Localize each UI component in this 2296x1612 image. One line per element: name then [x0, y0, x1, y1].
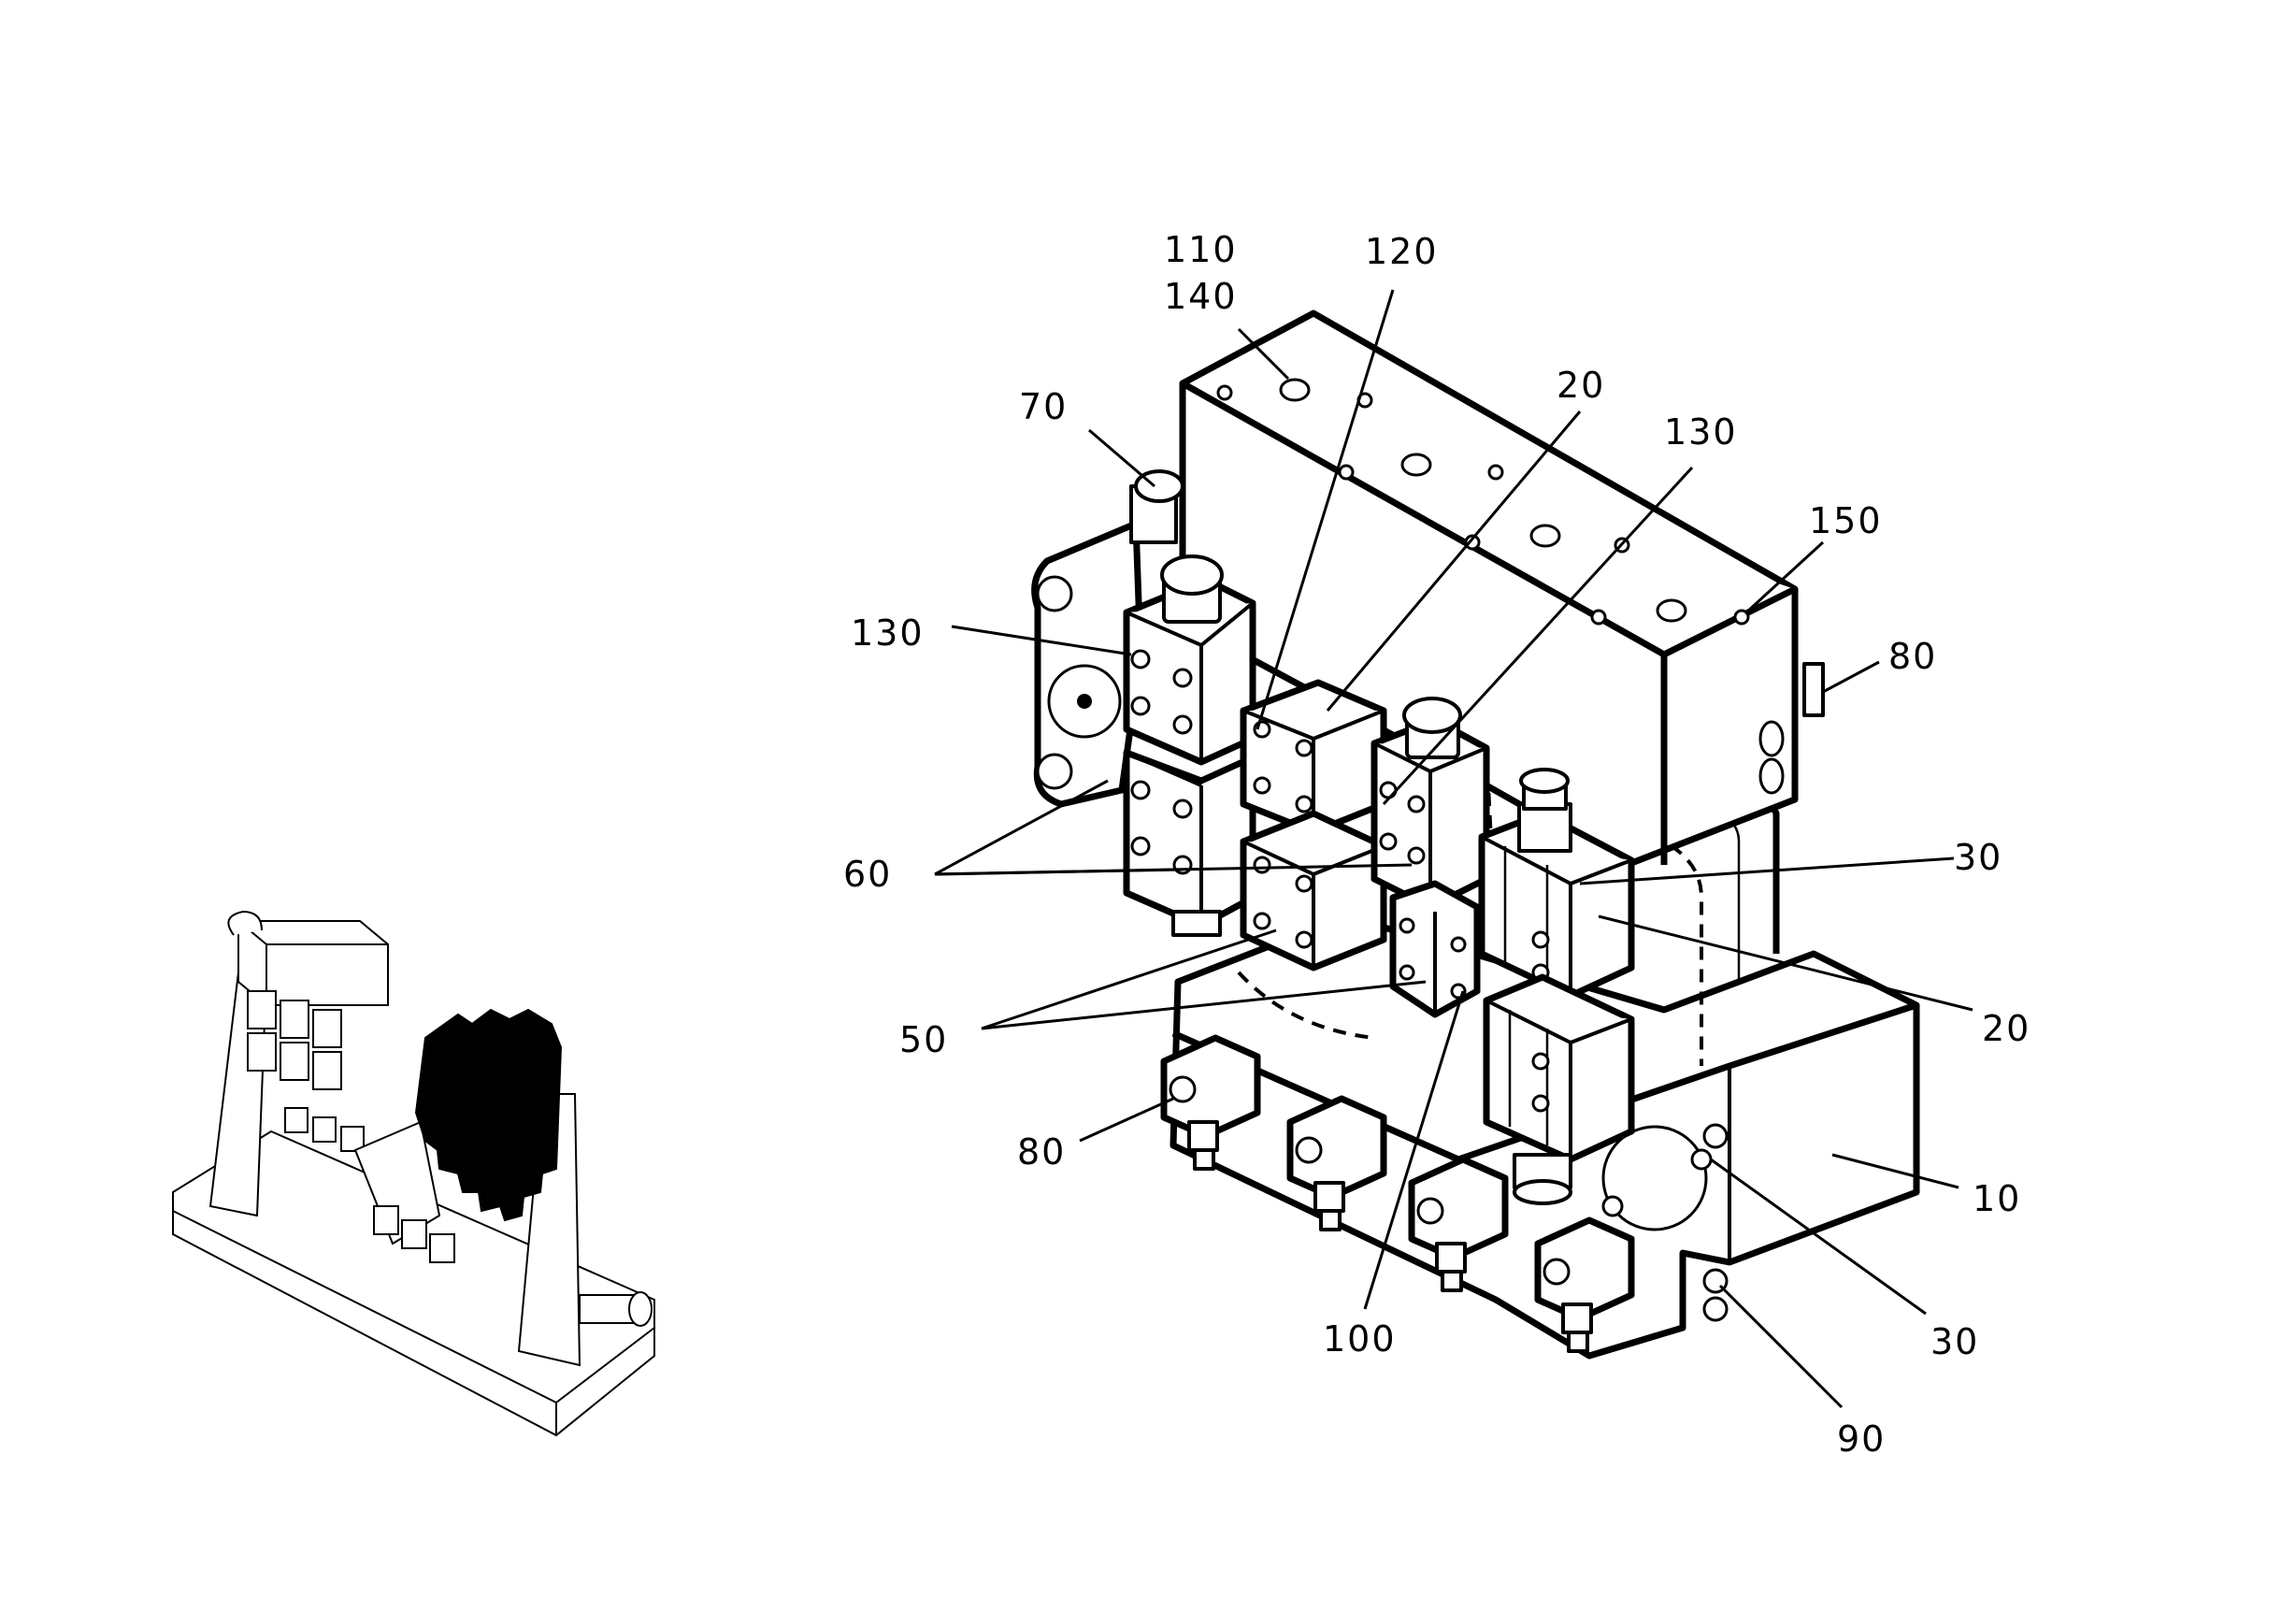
callout-10: 10 [1973, 1178, 2021, 1219]
callout-50: 50 [899, 1019, 948, 1060]
callout-140: 140 [1164, 276, 1238, 317]
callout-60: 60 [843, 854, 892, 895]
callout-30-bottom: 30 [1930, 1321, 1979, 1362]
solenoid-connector-2 [1286, 1095, 1387, 1231]
solenoid-connector-1 [1160, 1034, 1261, 1171]
solenoid-connector-3 [1408, 1156, 1509, 1292]
callout-20-right: 20 [1982, 1008, 2031, 1049]
callout-80-right: 80 [1888, 636, 1937, 677]
callout-labels: 110 140 120 20 130 150 70 130 80 60 30 5… [843, 229, 2031, 1460]
callout-150: 150 [1809, 500, 1883, 541]
callout-130-left: 130 [851, 612, 925, 654]
leader-lines [934, 289, 1973, 1409]
callout-90: 90 [1837, 1418, 1886, 1460]
valve-assembly-drawing: 110 140 120 20 130 150 70 130 80 60 30 5… [843, 229, 2031, 1460]
callout-20-top: 20 [1557, 365, 1605, 406]
callout-120: 120 [1365, 231, 1439, 272]
valve-block-130-left [1123, 554, 1256, 766]
callout-70: 70 [1019, 386, 1068, 427]
callout-80-left: 80 [1017, 1131, 1066, 1173]
callout-30-right: 30 [1954, 837, 2002, 878]
valve-block-60-left [1123, 749, 1256, 937]
relief-valve-30-lower [1483, 973, 1635, 1205]
mounting-plate-left [1031, 520, 1144, 808]
valve-block-50 [1240, 810, 1387, 972]
overview-thumbnail [172, 910, 655, 1437]
relief-valve-30-upper [1478, 768, 1635, 1000]
callout-100: 100 [1323, 1318, 1397, 1360]
callout-110: 110 [1164, 229, 1238, 270]
callout-130-top: 130 [1664, 411, 1738, 453]
solenoid-connector-row [1160, 1034, 1635, 1353]
valve-block-120 [1240, 679, 1387, 836]
valve-block-100 [1389, 880, 1481, 1018]
solenoid-connector-4 [1534, 1216, 1635, 1353]
